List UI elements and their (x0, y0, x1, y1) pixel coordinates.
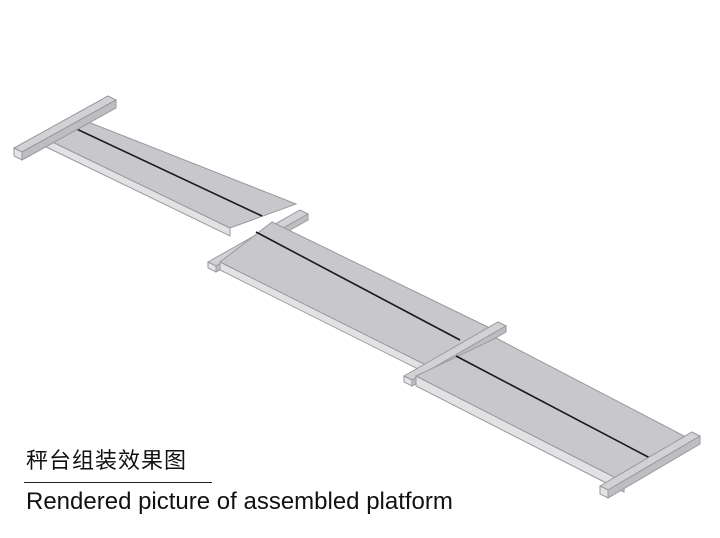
platform-section-1 (36, 117, 298, 237)
section-2-seam (255, 231, 461, 341)
section-1-top (36, 117, 298, 229)
platform-section-3 (414, 337, 685, 493)
section-1-seam (65, 123, 263, 217)
section-3-seam (455, 355, 651, 459)
caption-divider (24, 482, 212, 483)
caption-english: Rendered picture of assembled platform (26, 488, 453, 515)
end-cap-right (598, 431, 702, 499)
caption-chinese: 秤台组装效果图 (26, 449, 188, 474)
end-cap-left (12, 95, 118, 161)
